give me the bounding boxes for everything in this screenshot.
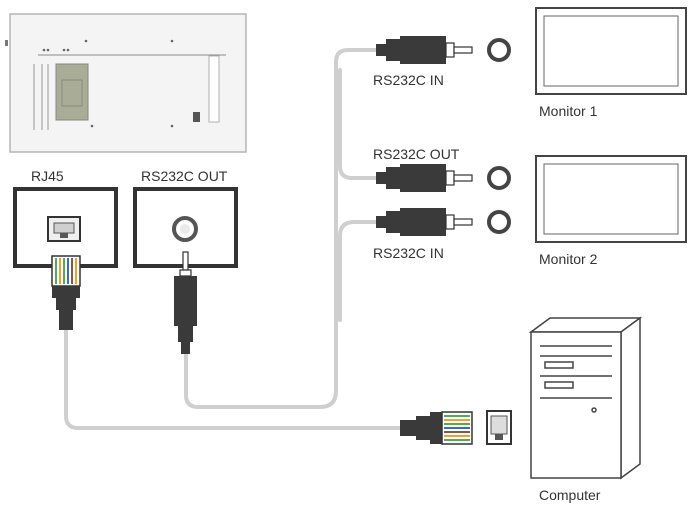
label-rj45: RJ45: [31, 168, 64, 184]
label-monitor-1: Monitor 1: [539, 103, 598, 119]
cables: [64, 48, 402, 430]
rs232c-plug-device: [174, 251, 197, 354]
round-port-monitor1-out: [487, 166, 511, 190]
cable-monitor2-in: [338, 220, 380, 322]
cable-rs232c-device-to-monitor1: [184, 48, 380, 409]
computer-tower-icon: [528, 316, 643, 480]
label-rs232c-out-monitor1: RS232C OUT: [373, 146, 460, 162]
rj45-plug-computer: [400, 411, 473, 445]
cable-monitor1-out-loop: [338, 68, 380, 180]
computer-rj45-port: [486, 410, 512, 445]
rj45-port-icon: [47, 216, 81, 242]
display-rear-panel: [5, 13, 247, 153]
round-port-monitor2-in: [487, 210, 511, 234]
label-computer: Computer: [539, 487, 601, 503]
label-monitor-2: Monitor 2: [539, 251, 598, 267]
rj45-port-box: [13, 187, 118, 268]
monitor-2: [535, 155, 687, 243]
label-rs232c-out-device: RS232C OUT: [141, 168, 228, 184]
rs232c-plug-monitor2-in: [376, 208, 473, 236]
cable-rj45-to-computer: [64, 328, 402, 430]
monitor-1: [535, 7, 687, 95]
board-module: [55, 63, 89, 121]
label-rs232c-in-1: RS232C IN: [373, 72, 444, 88]
rj45-plug-icon: [51, 255, 81, 330]
rs232c-plug-monitor1-in: [376, 36, 473, 64]
rs232c-plug-monitor1-out: [376, 164, 473, 192]
round-port-icon: [172, 216, 198, 242]
round-port-monitor1-in: [487, 38, 511, 62]
label-rs232c-in-2: RS232C IN: [373, 245, 444, 261]
